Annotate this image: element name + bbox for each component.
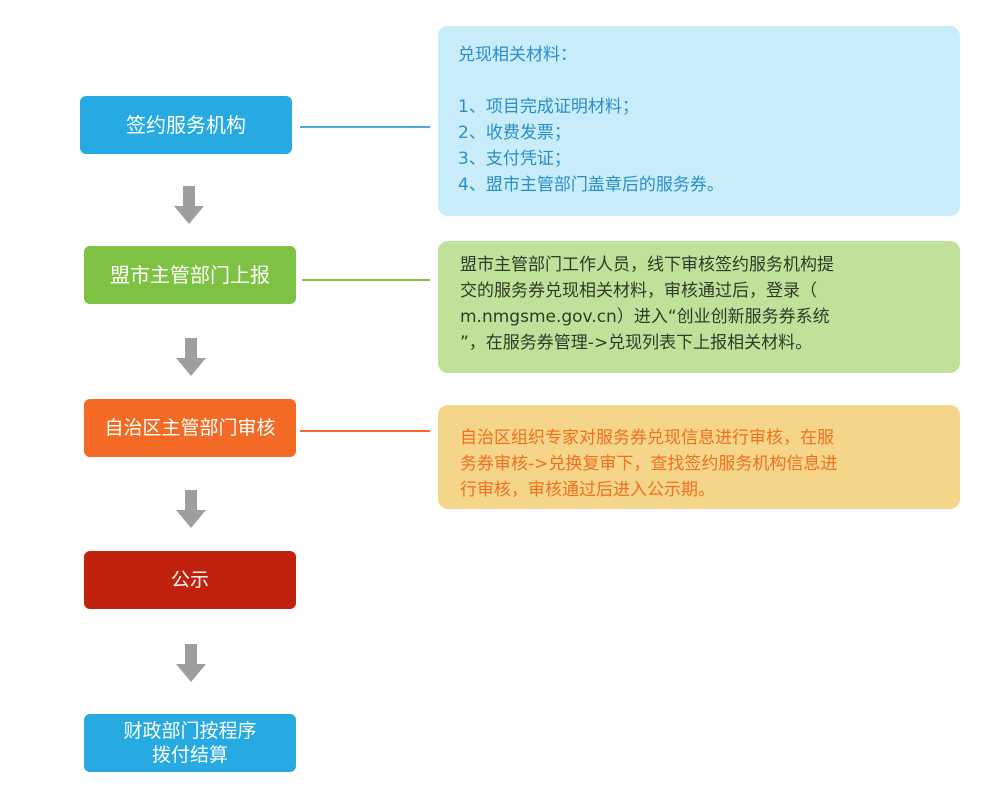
info-text-line: 行审核，审核通过后进入公示期。 — [460, 480, 715, 500]
step-finance-settlement: 财政部门按程序 拨付结算 — [84, 714, 296, 772]
info-list-item: 3、支付凭证； — [458, 149, 571, 169]
info-list-item: 4、盟市主管部门盖章后的服务券。 — [458, 175, 724, 195]
step-region-review: 自治区主管部门审核 — [84, 399, 296, 457]
step-public-notice: 公示 — [84, 551, 296, 609]
info-text-line: m.nmgsme.gov.cn）进入“创业创新服务券系统 — [460, 307, 830, 327]
step-sign-service-agency: 签约服务机构 — [80, 96, 292, 154]
step-label: 自治区主管部门审核 — [104, 417, 276, 439]
down-arrow-icon — [176, 490, 206, 528]
step-label: 公示 — [170, 569, 209, 591]
info-text-line: 务券审核->兑换复审下，查找签约服务机构信息进 — [460, 454, 838, 474]
info-text-line: 交的服务券兑现相关材料，审核通过后，登录（ — [460, 281, 817, 301]
step-label-line2: 拨付结算 — [151, 744, 228, 766]
info-text-line: 自治区组织专家对服务券兑现信息进行审核，在服 — [460, 428, 834, 448]
down-arrow-icon — [174, 186, 204, 224]
connector-line — [300, 430, 430, 432]
info-list-item: 2、收费发票； — [458, 123, 571, 143]
info-text-line: 盟市主管部门工作人员，线下审核签约服务机构提 — [460, 255, 834, 275]
step-league-city-report: 盟市主管部门上报 — [84, 246, 296, 304]
down-arrow-icon — [176, 338, 206, 376]
info-text-line: ”，在服务券管理->兑现列表下上报相关材料。 — [460, 333, 813, 353]
step-label-line1: 财政部门按程序 — [123, 720, 257, 742]
step-label: 签约服务机构 — [126, 113, 246, 137]
connector-line — [302, 279, 430, 281]
info-list-item: 1、项目完成证明材料； — [458, 97, 639, 117]
step-label: 盟市主管部门上报 — [110, 263, 270, 287]
info-box-region-review: 自治区组织专家对服务券兑现信息进行审核，在服 务券审核->兑换复审下，查找签约服… — [438, 405, 960, 509]
connector-line — [300, 126, 430, 128]
down-arrow-icon — [176, 644, 206, 682]
info-heading: 兑现相关材料： — [458, 45, 577, 65]
info-box-materials: 兑现相关材料： 1、项目完成证明材料； 2、收费发票； 3、支付凭证； 4、盟市… — [438, 26, 960, 216]
info-box-city-report: 盟市主管部门工作人员，线下审核签约服务机构提 交的服务券兑现相关材料，审核通过后… — [438, 241, 960, 373]
